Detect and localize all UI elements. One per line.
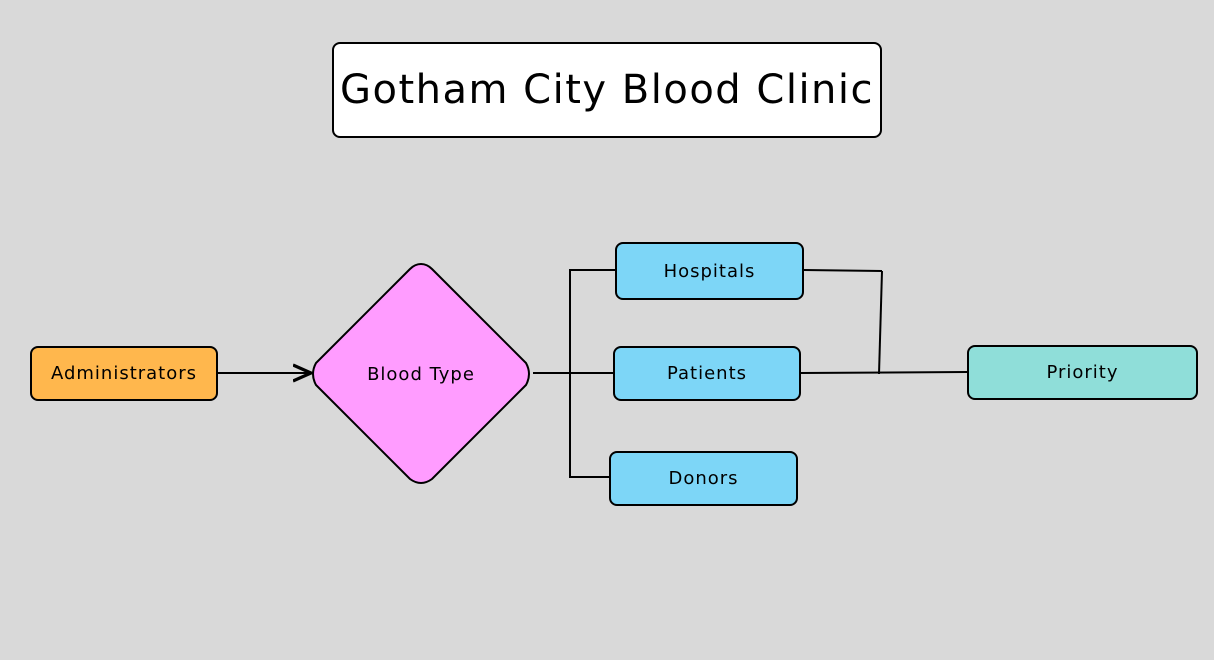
blood-type-node: Blood Type [308,261,534,487]
blood-type-label: Blood Type [367,363,475,385]
blood-type-diamond [312,262,530,484]
diagram-title: Gotham City Blood Clinic [332,42,882,138]
donors-label: Donors [668,468,739,489]
priority-node: Priority [967,345,1198,400]
donors-node: Donors [609,451,798,506]
right-bracket-vertical [878,270,883,375]
line-hospitals-right [803,269,883,272]
patients-label: Patients [666,363,748,384]
patients-node: Patients [613,346,801,401]
hospitals-node: Hospitals [615,242,804,300]
administrators-node: Administrators [30,346,218,401]
hospitals-label: Hospitals [663,260,756,282]
line-patients-to-priority [800,371,968,374]
administrators-label: Administrators [50,363,198,384]
priority-label: Priority [1046,362,1119,383]
